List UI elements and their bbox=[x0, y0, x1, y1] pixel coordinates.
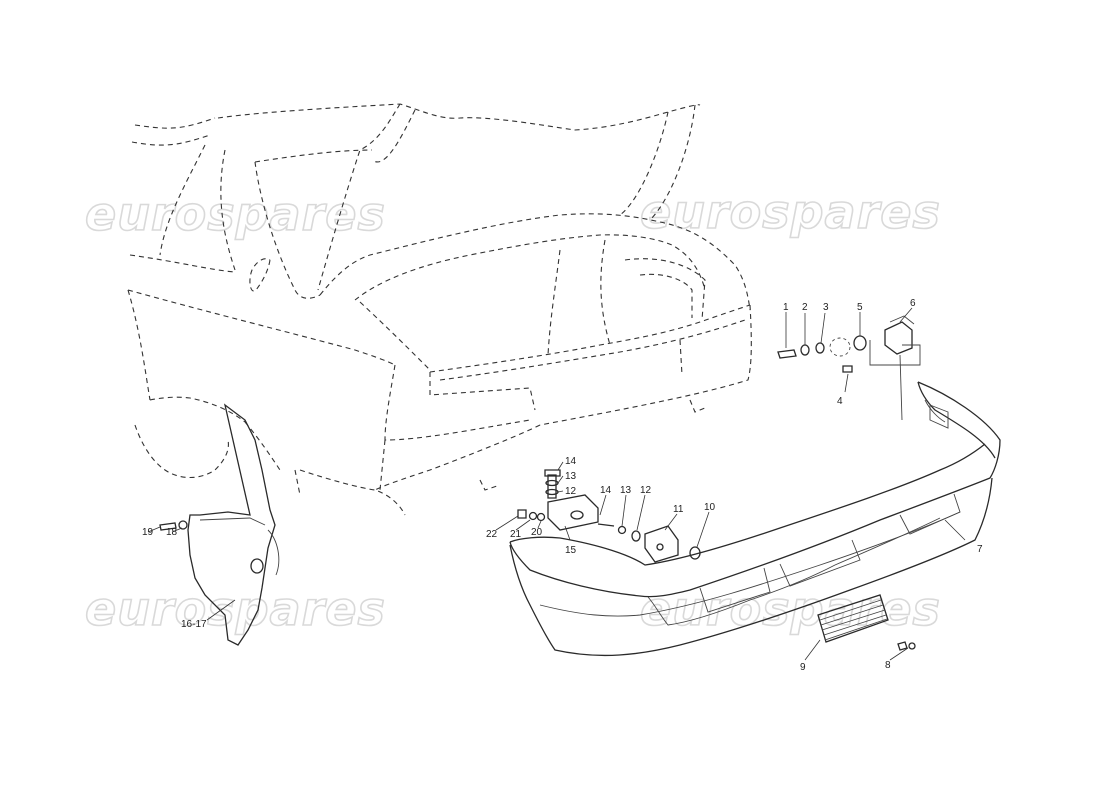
label-part-20: 20 bbox=[531, 527, 543, 538]
watermark-bottom-right: eurospares bbox=[640, 582, 941, 636]
fasteners-1-6 bbox=[777, 315, 921, 421]
grille-9 bbox=[817, 594, 916, 651]
label-part-16-17: 16-17 bbox=[181, 619, 207, 630]
watermark-top-left: eurospares bbox=[85, 187, 386, 241]
label-part-1: 1 bbox=[783, 302, 789, 313]
label-part-21: 21 bbox=[510, 529, 522, 540]
splash-shield-16-17 bbox=[187, 403, 280, 646]
label-part-19: 19 bbox=[142, 527, 154, 538]
label-part-5: 5 bbox=[857, 302, 863, 313]
label-part-22: 22 bbox=[486, 529, 498, 540]
label-part-7: 7 bbox=[977, 544, 983, 555]
part-number-labels: 1 2 3 5 6 4 7 8 9 10 11 12 13 14 14 13 1… bbox=[142, 298, 983, 673]
label-part-13-right: 13 bbox=[620, 485, 632, 496]
label-part-6: 6 bbox=[910, 298, 916, 309]
label-part-11: 11 bbox=[673, 504, 684, 515]
watermarks: eurospares eurospares eurospares eurospa… bbox=[84, 184, 941, 637]
label-part-14-right: 14 bbox=[600, 485, 612, 496]
mount-11 bbox=[644, 525, 701, 563]
label-part-4: 4 bbox=[837, 396, 843, 407]
rear-bumper-7 bbox=[509, 381, 1001, 657]
watermark-top-right: eurospares bbox=[640, 185, 941, 239]
label-part-13-left: 13 bbox=[565, 471, 577, 482]
label-part-8: 8 bbox=[885, 660, 891, 671]
label-part-3: 3 bbox=[823, 302, 829, 313]
label-part-10: 10 bbox=[704, 502, 716, 513]
label-part-14-left: 14 bbox=[565, 456, 577, 467]
label-part-18: 18 bbox=[166, 527, 178, 538]
label-part-9: 9 bbox=[800, 662, 806, 673]
label-part-2: 2 bbox=[802, 302, 808, 313]
label-part-15: 15 bbox=[565, 545, 577, 556]
leader-lines bbox=[147, 307, 966, 661]
car-body-outline bbox=[127, 103, 752, 516]
label-part-12-left: 12 bbox=[565, 486, 577, 497]
watermark-bottom-left: eurospares bbox=[85, 582, 386, 636]
bracket-assembly-15 bbox=[517, 469, 641, 542]
fasteners-18-19 bbox=[159, 520, 188, 531]
label-part-12-right: 12 bbox=[640, 485, 652, 496]
